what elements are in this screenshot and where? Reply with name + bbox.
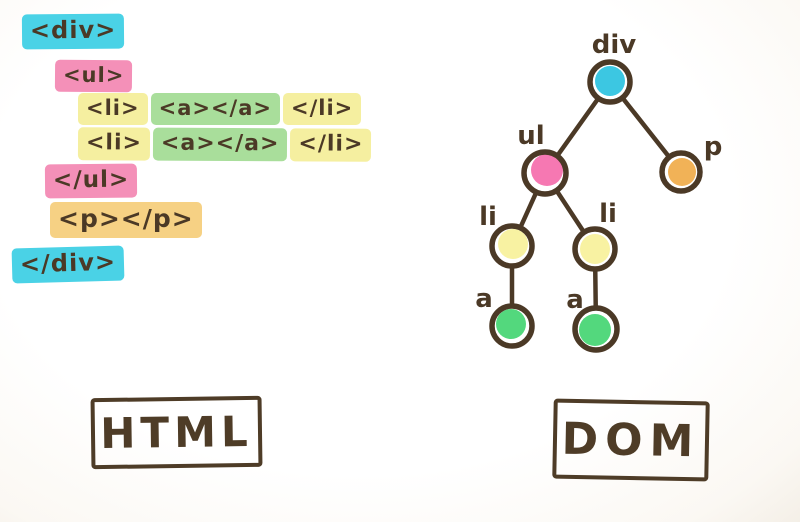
tree-node-p: p [659, 132, 723, 194]
tree-node-a-2: a [566, 285, 620, 353]
tree-node-ul: ul [517, 121, 569, 197]
tree-node-a-1: a [475, 284, 535, 349]
code-line: <li><a></a></li> [78, 93, 362, 126]
tree-node-div: div [587, 30, 637, 105]
code-segment: <p></p> [50, 202, 202, 239]
tree-node-label-a-2: a [566, 285, 584, 315]
tree-node-label-a-1: a [475, 284, 493, 314]
tree-node-label-div: div [592, 30, 637, 60]
tree-node-li-1: li [479, 202, 535, 269]
tree-node-label-li-1: li [479, 202, 497, 232]
tree-node-label-p: p [704, 132, 723, 162]
code-segment: </li> [283, 93, 362, 126]
dom-label: DOM [561, 413, 701, 467]
code-segment: <a></a> [150, 93, 280, 126]
tree-node-li-2: li [572, 199, 618, 272]
code-line: <p></p> [50, 202, 202, 239]
code-segment: <li> [78, 93, 148, 126]
html-label-box: HTML [90, 395, 263, 470]
dom-label-box: DOM [552, 398, 710, 482]
html-label: HTML [99, 406, 254, 459]
tree-node-label-ul: ul [517, 121, 544, 151]
tree-node-label-li-2: li [599, 199, 617, 229]
